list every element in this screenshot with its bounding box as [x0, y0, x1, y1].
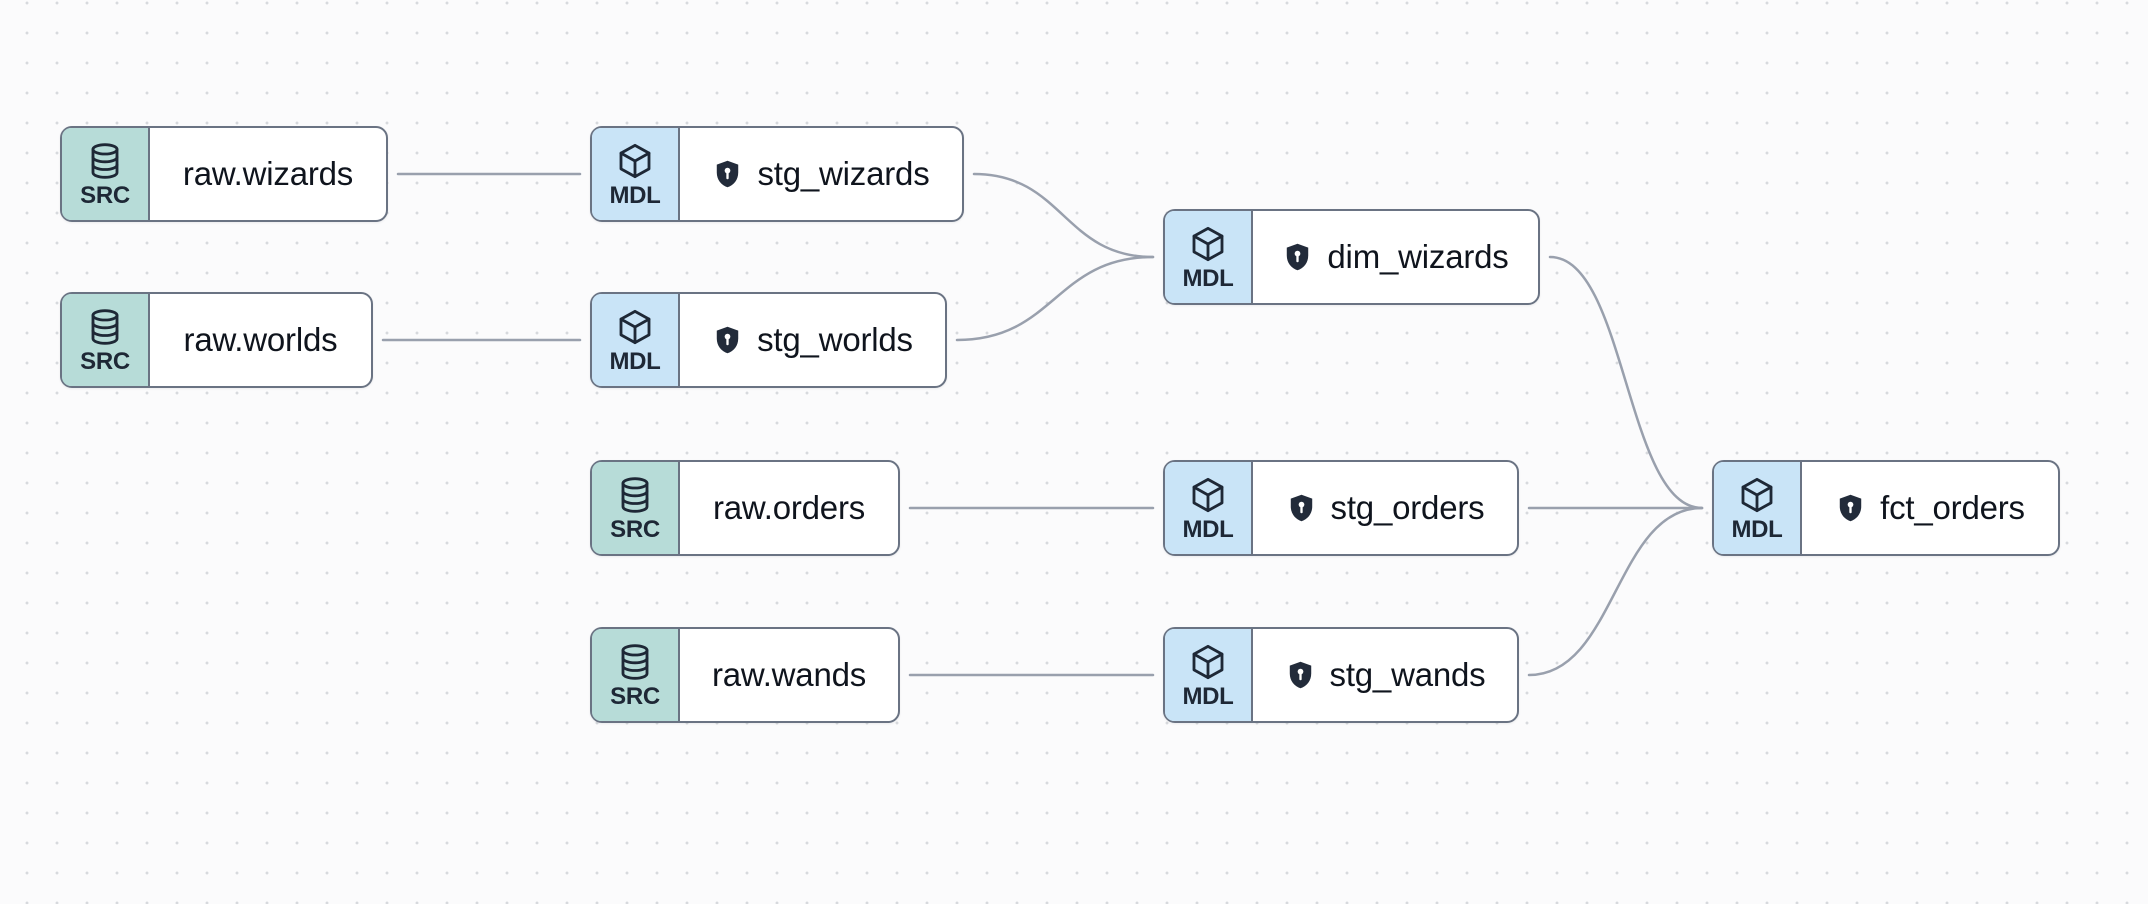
node-type-label: MDL	[609, 181, 661, 209]
node-type-badge: MDL	[592, 294, 680, 386]
cube-icon	[1188, 224, 1228, 264]
node-type-label: SRC	[610, 682, 660, 710]
node-type-badge: MDL	[1165, 211, 1253, 303]
node-label: stg_orders	[1330, 489, 1485, 526]
node-type-label: MDL	[1182, 264, 1234, 292]
edge-stg-wizards-to-dim-wizards	[972, 172, 1155, 259]
node-label: fct_orders	[1880, 489, 2025, 526]
node-type-badge: MDL	[1165, 462, 1253, 554]
node-label-area: stg_orders	[1253, 462, 1517, 554]
node-type-badge: MDL	[1165, 629, 1253, 721]
cube-icon	[615, 307, 655, 347]
node-type-label: MDL	[609, 347, 661, 375]
node-raw-wizards[interactable]: SRC raw.wizards	[60, 126, 388, 222]
node-label-area: stg_wizards	[680, 128, 962, 220]
node-type-badge: SRC	[592, 629, 680, 721]
node-label: raw.wands	[711, 656, 867, 693]
shield-lock-icon	[1285, 658, 1316, 692]
node-label: stg_wizards	[757, 155, 930, 192]
node-label: raw.worlds	[183, 321, 338, 358]
node-type-label: MDL	[1731, 515, 1783, 543]
node-type-label: MDL	[1182, 515, 1234, 543]
node-type-badge: SRC	[592, 462, 680, 554]
shield-lock-icon	[712, 323, 743, 357]
database-icon	[85, 307, 125, 347]
node-type-badge: MDL	[1714, 462, 1802, 554]
node-raw-orders[interactable]: SRC raw.orders	[590, 460, 900, 556]
node-label-area: stg_worlds	[680, 294, 945, 386]
node-type-badge: SRC	[62, 294, 150, 386]
node-label-area: stg_wands	[1253, 629, 1517, 721]
node-label: stg_worlds	[757, 321, 913, 358]
database-icon	[615, 475, 655, 515]
database-icon	[615, 642, 655, 682]
edge-dim-wizards-to-fct-orders	[1548, 255, 1704, 510]
node-stg-wands[interactable]: MDL stg_wands	[1163, 627, 1519, 723]
cube-icon	[615, 141, 655, 181]
edge-stg-wands-to-fct-orders	[1527, 506, 1704, 677]
node-type-badge: SRC	[62, 128, 150, 220]
shield-lock-icon	[1282, 240, 1313, 274]
node-label-area: raw.worlds	[150, 294, 371, 386]
node-type-badge: MDL	[592, 128, 680, 220]
node-label-area: raw.orders	[680, 462, 898, 554]
node-label: raw.wizards	[182, 155, 354, 192]
node-label: dim_wizards	[1327, 238, 1509, 275]
node-raw-worlds[interactable]: SRC raw.worlds	[60, 292, 373, 388]
cube-icon	[1188, 475, 1228, 515]
edge-stg-worlds-to-dim-wizards	[955, 255, 1155, 342]
cube-icon	[1188, 642, 1228, 682]
node-label: stg_wands	[1329, 656, 1486, 693]
shield-lock-icon	[1835, 491, 1866, 525]
database-icon	[85, 141, 125, 181]
node-type-label: SRC	[610, 515, 660, 543]
node-stg-orders[interactable]: MDL stg_orders	[1163, 460, 1519, 556]
node-type-label: MDL	[1182, 682, 1234, 710]
node-raw-wands[interactable]: SRC raw.wands	[590, 627, 900, 723]
node-label-area: raw.wands	[680, 629, 898, 721]
node-stg-worlds[interactable]: MDL stg_worlds	[590, 292, 947, 388]
node-label-area: dim_wizards	[1253, 211, 1538, 303]
node-fct-orders[interactable]: MDL fct_orders	[1712, 460, 2060, 556]
node-dim-wizards[interactable]: MDL dim_wizards	[1163, 209, 1540, 305]
node-stg-wizards[interactable]: MDL stg_wizards	[590, 126, 964, 222]
node-label-area: fct_orders	[1802, 462, 2058, 554]
node-label: raw.orders	[712, 489, 866, 526]
node-type-label: SRC	[80, 347, 130, 375]
shield-lock-icon	[1286, 491, 1317, 525]
cube-icon	[1737, 475, 1777, 515]
node-label-area: raw.wizards	[150, 128, 386, 220]
shield-lock-icon	[712, 157, 743, 191]
node-type-label: SRC	[80, 181, 130, 209]
